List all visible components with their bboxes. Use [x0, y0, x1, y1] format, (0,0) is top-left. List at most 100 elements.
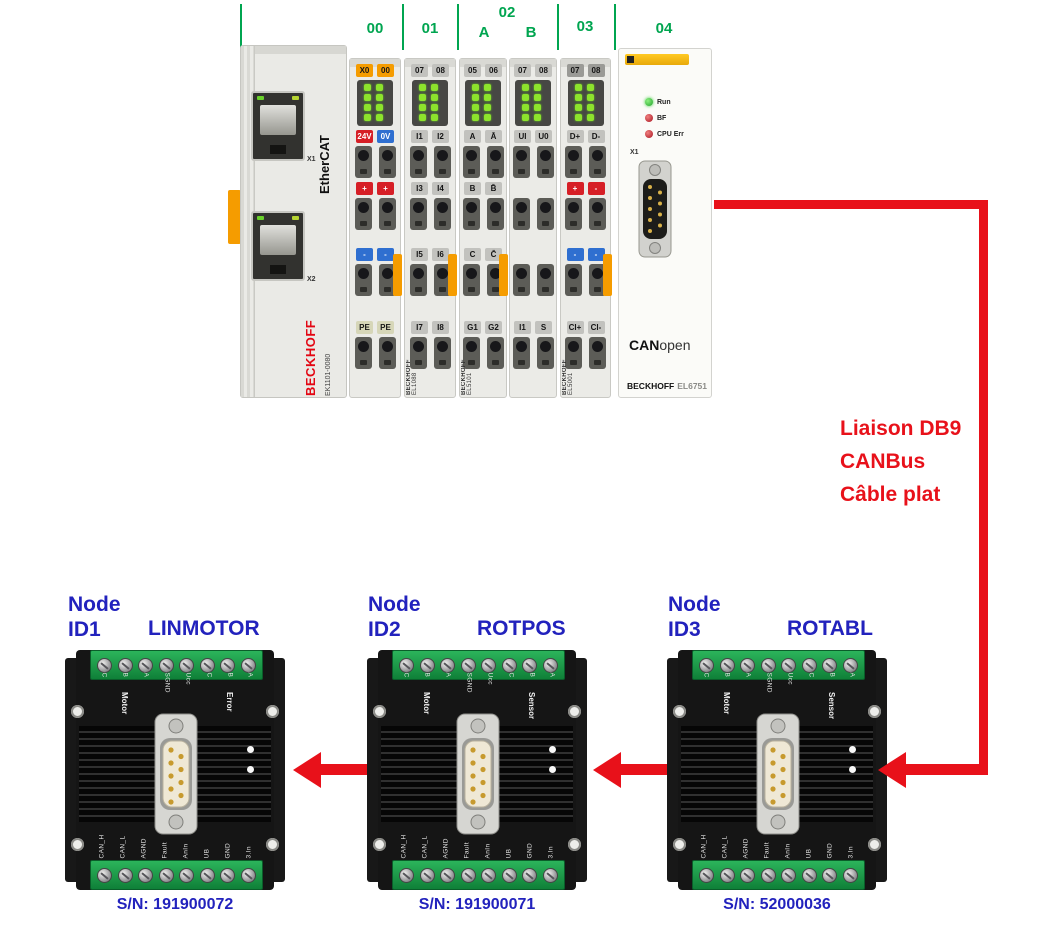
- terminal-label-chip: I4: [432, 182, 449, 195]
- wire-terminal: [565, 146, 582, 178]
- ejector-tab: [499, 254, 508, 296]
- wire-terminal: [536, 146, 554, 178]
- bus-group-label-02a: A: [478, 24, 490, 41]
- terminal-label-chip: I8: [432, 321, 449, 334]
- terminal-label-chip: 08: [587, 64, 605, 77]
- board-led: [849, 766, 856, 773]
- rj45-latch-slot: [270, 145, 286, 154]
- bottom-pin-label: GND: [224, 842, 232, 859]
- bottom-pin-label: CAN_H: [98, 834, 106, 859]
- din-rail-clip: [228, 190, 241, 244]
- terminal-label-chip: D+: [566, 130, 584, 143]
- connector-label: X1: [630, 149, 639, 156]
- link-led: [257, 96, 264, 100]
- bottom-pin-label: CAN_L: [721, 835, 729, 859]
- chain-arrowhead-2-1: [293, 752, 321, 788]
- bottom-pin-label: GND: [526, 842, 534, 859]
- terminal-label-chip: C: [464, 248, 481, 261]
- terminal-label-chip: Ā: [485, 130, 502, 143]
- terminal-label-chip: I3: [411, 182, 428, 195]
- rj45-latch-slot: [270, 265, 286, 274]
- chain-arrowhead-3-2: [593, 752, 621, 788]
- cable-arrow-shaft: [906, 764, 988, 775]
- wire-terminal: [486, 146, 504, 178]
- status-leds: [515, 80, 551, 126]
- terminal-label-chip: I1: [514, 321, 531, 334]
- terminal-label-chip: C̄: [485, 248, 502, 261]
- terminal-label-chip: +: [356, 182, 373, 195]
- terminal-label-chip: +: [566, 182, 584, 195]
- mounting-hole: [673, 838, 686, 851]
- mounting-hole: [568, 838, 581, 851]
- cpu-err-led: [645, 130, 653, 138]
- terminal-label-chip: -: [356, 248, 373, 261]
- chain-arrow-shaft-3-2: [621, 764, 667, 775]
- rj45-shield: [260, 225, 296, 255]
- terminal-label-chip: I7: [411, 321, 428, 334]
- terminal-strip-top: [692, 650, 865, 680]
- canbus-cable-horizontal: [714, 200, 988, 209]
- bottom-pin-label: CAN_H: [700, 834, 708, 859]
- port-label-x2: X2: [307, 276, 316, 283]
- terminal-label-chip: B̄: [485, 182, 502, 195]
- status-leds: [567, 80, 604, 126]
- mounting-hole: [868, 838, 881, 851]
- wire-terminal: [536, 337, 554, 369]
- wire-terminal: [462, 337, 480, 369]
- terminal-label-chip: G2: [485, 321, 502, 334]
- terminal-label-chip: I6: [432, 248, 449, 261]
- wire-terminal: [378, 146, 396, 178]
- group-tick: [240, 4, 242, 50]
- wire-terminal: [512, 198, 530, 230]
- beckhoff-logo: BECKHOFF: [303, 319, 318, 396]
- terminal-label-chip: -: [377, 248, 394, 261]
- status-leds: [357, 80, 393, 126]
- group-tick: [457, 4, 459, 50]
- wire-terminal: [354, 264, 372, 296]
- mounting-hole: [868, 705, 881, 718]
- status-leds: [412, 80, 448, 126]
- board-led: [549, 746, 556, 753]
- run-led-label: Run: [657, 98, 671, 106]
- terminal-strip-bottom: [90, 860, 263, 890]
- wire-terminal: [433, 146, 451, 178]
- wire-terminal: [589, 264, 606, 296]
- terminal-label-chip: 0V: [377, 130, 394, 143]
- terminal-label-chip: -: [587, 182, 605, 195]
- group-tick: [402, 4, 404, 50]
- wire-terminal: [536, 264, 554, 296]
- canopen-logo: CANopen: [629, 337, 691, 353]
- ejector-tab: [393, 254, 402, 296]
- board-led: [247, 766, 254, 773]
- wire-terminal: [512, 264, 530, 296]
- mounting-hole: [568, 705, 581, 718]
- bottom-pin-label: 3.In: [847, 846, 855, 859]
- mounting-hole: [373, 705, 386, 718]
- coupler-model-label: EK1101-0080: [325, 353, 332, 396]
- bus-group-label-02: 02: [498, 4, 516, 21]
- rj45-port-x2: [251, 211, 305, 281]
- terminal-label-chip: 24V: [356, 130, 373, 143]
- group-tick: [557, 4, 559, 50]
- mounting-hole: [71, 838, 84, 851]
- wire-terminal: [462, 146, 480, 178]
- terminal-label-chip: 00: [377, 64, 394, 77]
- cable-annotation-line: Liaison DB9: [840, 417, 962, 440]
- bus-group-label-01: 01: [421, 20, 439, 37]
- terminal-label-chip: -: [566, 248, 584, 261]
- terminal-label-chip: X0: [356, 64, 373, 77]
- cable-arrowhead: [878, 752, 906, 788]
- wire-terminal: [565, 198, 582, 230]
- terminal-label-chip: PE: [356, 321, 373, 334]
- rj45-port-x1: [251, 91, 305, 161]
